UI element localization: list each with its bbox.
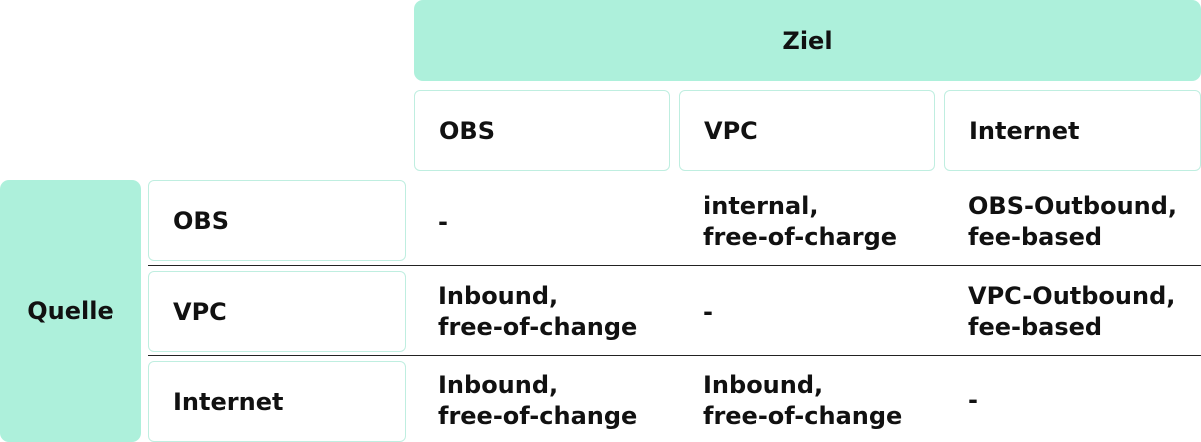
target-header-label: Ziel (782, 26, 833, 55)
target-header: Ziel (414, 0, 1201, 81)
row-divider (148, 265, 1201, 266)
row-header-label: VPC (173, 297, 227, 326)
column-header-label: OBS (439, 116, 495, 145)
column-header-internet: Internet (944, 90, 1201, 171)
row-header-obs: OBS (148, 180, 406, 261)
row-header-internet: Internet (148, 361, 406, 442)
table-cell: OBS-Outbound, fee-based (968, 192, 1178, 251)
column-header-obs: OBS (414, 90, 670, 171)
table-cell: VPC-Outbound, fee-based (968, 282, 1176, 341)
row-header-label: Internet (173, 387, 284, 416)
table-cell: - (703, 297, 713, 326)
source-header: Quelle (0, 180, 141, 442)
table-cell: Inbound, free-of-change (438, 282, 638, 341)
source-header-label: Quelle (27, 297, 114, 325)
table-cell: Inbound, free-of-change (703, 370, 903, 430)
row-divider (148, 355, 1201, 356)
table-cell: - (438, 207, 448, 236)
table-cell: internal, free-of-charge (703, 192, 898, 251)
table-cell: - (968, 386, 978, 414)
column-header-vpc: VPC (679, 90, 935, 171)
column-header-label: VPC (704, 116, 758, 145)
row-header-label: OBS (173, 206, 229, 235)
table-cell: Inbound, free-of-change (438, 370, 638, 430)
row-header-vpc: VPC (148, 271, 406, 352)
column-header-label: Internet (969, 116, 1080, 145)
